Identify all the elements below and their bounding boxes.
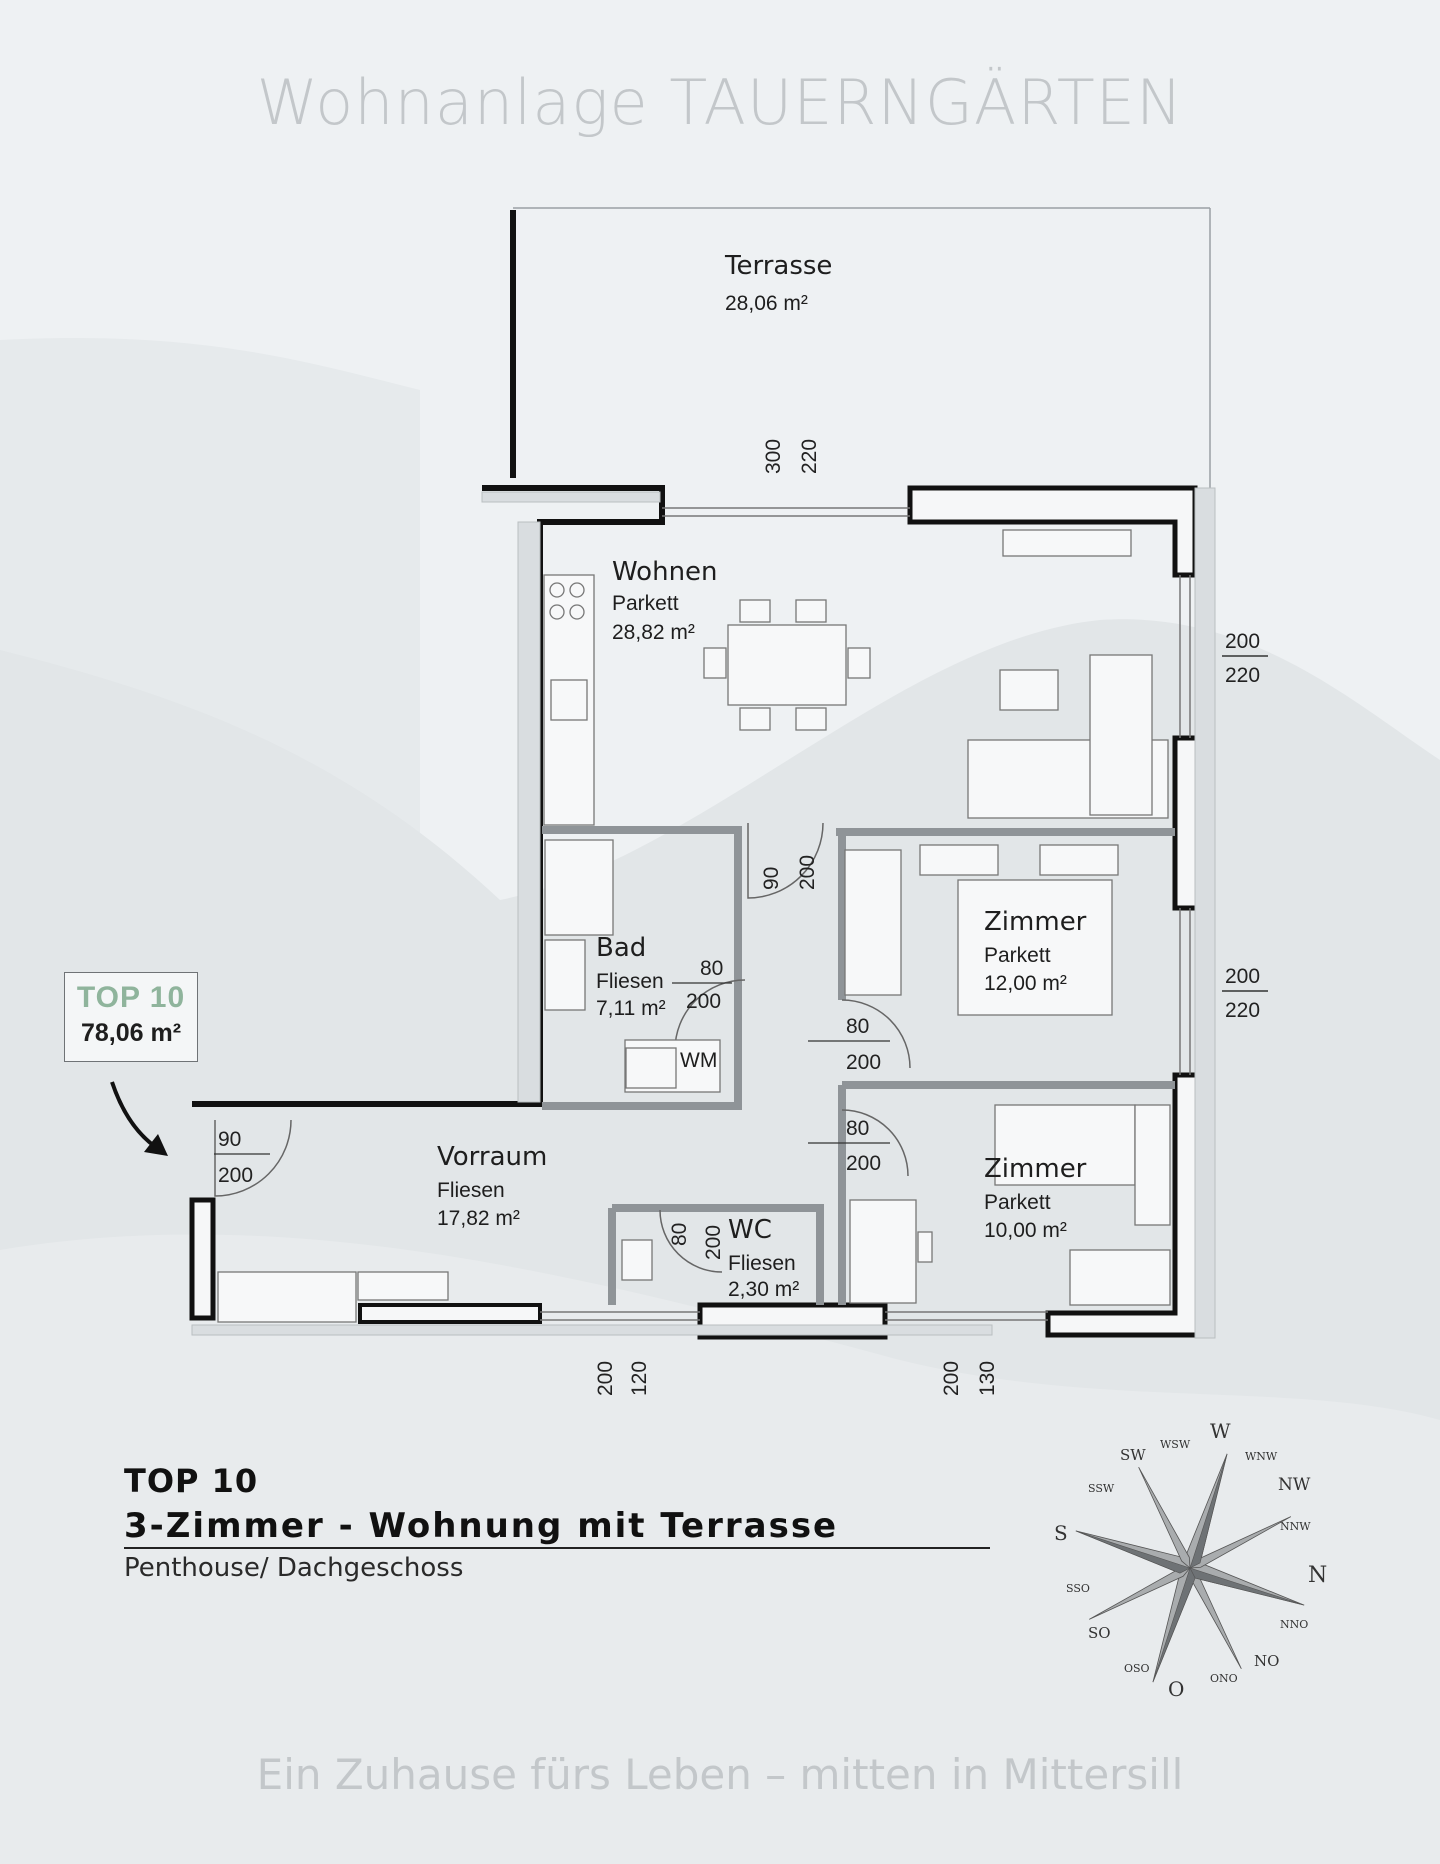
unit-badge-area: 78,06 m² (80, 1019, 182, 1047)
unit-info-underline (124, 1547, 990, 1549)
dim-window-bottom2-b: 130 (976, 1361, 999, 1396)
room-labels: Terrasse 28,06 m² Wohnen Parkett 28,82 m… (437, 251, 1087, 1301)
dim-wc-door-b: 200 (702, 1225, 725, 1260)
entry-cabinet (217, 1271, 357, 1323)
compass-wnw: WNW (1245, 1450, 1278, 1463)
interior-walls (542, 826, 1175, 1305)
room-zimmer2-area: 10,00 m² (984, 1219, 1067, 1242)
room-wc-area: 2,30 m² (728, 1278, 799, 1301)
dim-window-right2-a: 200 (1225, 965, 1260, 988)
dim-bad-door-b: 200 (686, 990, 721, 1013)
unit-badge: TOP 10 78,06 m² (64, 972, 198, 1062)
room-terrasse-name: Terrasse (724, 251, 832, 281)
dim-window-bottom1-b: 120 (628, 1361, 651, 1396)
tv-board (1002, 529, 1132, 557)
compass-s: S (1054, 1521, 1068, 1545)
dim-window-bottom1-a: 200 (594, 1361, 617, 1396)
compass-nnw: NNW (1280, 1520, 1311, 1533)
exterior-walls (189, 485, 1200, 1340)
furniture (217, 529, 1171, 1323)
compass-nw: NW (1278, 1475, 1311, 1495)
bed-zimmer1 (957, 879, 1113, 1016)
windows (540, 507, 1191, 1321)
compass-so: SO (1088, 1624, 1111, 1642)
compass-nno: NNO (1280, 1618, 1308, 1631)
room-bad-area: 7,11 m² (596, 997, 666, 1020)
room-wohnen-floor: Parkett (612, 592, 679, 615)
dim-wohnen-door-b: 200 (796, 855, 819, 890)
compass-ono: ONO (1210, 1672, 1238, 1685)
room-vorraum-area: 17,82 m² (437, 1207, 520, 1230)
room-wohnen-name: Wohnen (612, 557, 718, 587)
fixture-wm-label: WM (680, 1049, 717, 1072)
bed-zimmer2 (994, 1104, 1136, 1186)
dim-window-right2-b: 220 (1225, 999, 1260, 1022)
wardrobe-zimmer2 (1069, 1249, 1171, 1306)
dim-wc-door-a: 80 (668, 1223, 691, 1246)
unit-info-type: 3-Zimmer - Wohnung mit Terrasse (124, 1506, 839, 1546)
compass-oso: OSO (1124, 1662, 1150, 1675)
wardrobe-zimmer1 (844, 849, 902, 996)
stove-burner (549, 582, 565, 598)
washing-machine (624, 1039, 721, 1093)
dim-window-bottom2-a: 200 (940, 1361, 963, 1396)
shower (544, 839, 614, 936)
room-bad-floor: Fliesen (596, 970, 664, 993)
terrace-outline (510, 207, 1211, 488)
compass-no: NO (1254, 1652, 1279, 1670)
dim-zimmer1-door-a: 80 (846, 1015, 869, 1038)
room-zimmer1-area: 12,00 m² (984, 972, 1067, 995)
dim-terrace-door-b: 220 (798, 439, 821, 474)
dim-zimmer2-door-a: 80 (846, 1117, 869, 1140)
compass-rose-icon: N NNW NW WNW W WSW SW SSW S SSO SO OSO O… (1054, 1420, 1327, 1701)
compass-w: W (1210, 1420, 1231, 1443)
wc-basin (621, 1239, 653, 1281)
page-header-title: Wohnanlage TAUERNGÄRTEN (256, 66, 1184, 139)
desk (849, 1199, 917, 1304)
wall-hatching (191, 487, 1216, 1339)
room-wc-name: WC (728, 1215, 772, 1245)
dining-table (727, 624, 847, 706)
dim-entry-door-b: 200 (218, 1164, 253, 1187)
compass-sw: SW (1120, 1446, 1146, 1464)
wm-label-box (625, 1047, 677, 1089)
dim-window-right1-b: 220 (1225, 664, 1260, 687)
unit-info-block: TOP 10 3-Zimmer - Wohnung mit Terrasse P… (124, 1462, 990, 1583)
room-wohnen-area: 28,82 m² (612, 621, 695, 644)
dim-zimmer1-door-b: 200 (846, 1051, 881, 1074)
room-zimmer2-name: Zimmer (984, 1154, 1087, 1184)
room-wc-floor: Fliesen (728, 1252, 796, 1275)
dim-terrace-door-a: 300 (762, 439, 785, 474)
room-vorraum-floor: Fliesen (437, 1179, 505, 1202)
room-bad-name: Bad (596, 933, 646, 963)
dim-entry-door-a: 90 (218, 1128, 241, 1151)
unit-info-title: TOP 10 (124, 1462, 259, 1500)
room-vorraum-name: Vorraum (437, 1142, 547, 1172)
compass-wsw: WSW (1160, 1438, 1191, 1451)
dim-wohnen-door-a: 90 (760, 867, 783, 890)
entrance-arrow-icon (110, 1081, 168, 1156)
dimension-labels: 300 220 200 220 200 220 90 200 80 200 80… (214, 439, 1268, 1396)
page-footer-tagline: Ein Zuhause fürs Leben – mitten in Mitte… (256, 1750, 1184, 1799)
unit-badge-label: TOP 10 (76, 981, 186, 1014)
compass-n: N (1308, 1563, 1327, 1588)
compass-o: O (1168, 1677, 1184, 1701)
kitchen-sink (550, 679, 588, 721)
room-zimmer1-name: Zimmer (984, 907, 1087, 937)
coffee-table (999, 669, 1059, 711)
washbasin (544, 939, 586, 1011)
dim-window-right1-a: 200 (1225, 630, 1260, 653)
unit-info-floor: Penthouse/ Dachgeschoss (124, 1553, 464, 1583)
room-zimmer2-floor: Parkett (984, 1191, 1051, 1214)
compass-ssw: SSW (1088, 1482, 1115, 1495)
room-terrasse-area: 28,06 m² (725, 292, 808, 315)
dim-bad-door-a: 80 (700, 957, 723, 980)
dim-zimmer2-door-b: 200 (846, 1152, 881, 1175)
door-swings (214, 822, 911, 1273)
compass-sso: SSO (1066, 1582, 1090, 1595)
room-zimmer1-floor: Parkett (984, 944, 1051, 967)
